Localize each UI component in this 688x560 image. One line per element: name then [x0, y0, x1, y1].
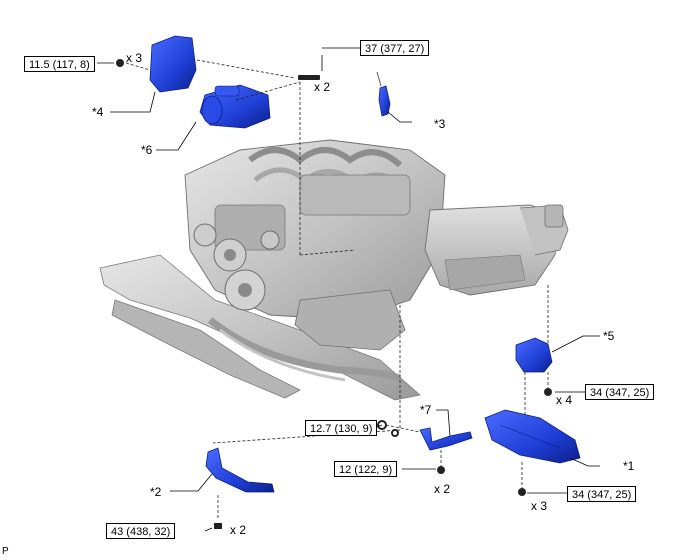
part-2-stay [205, 447, 275, 493]
torque-label-37: 37 (377, 27) [360, 40, 430, 56]
torque-label-11-5: 11.5 (117, 8) [24, 56, 95, 72]
engine-assembly [99, 139, 569, 401]
callout-7: *7 [420, 403, 432, 417]
callout-4: *4 [92, 105, 104, 119]
part-3-bracket [378, 85, 391, 117]
quantity-34-upper: x 4 [556, 393, 573, 407]
torque-label-12-7: 12.7 (130, 9) [305, 420, 378, 436]
torque-label-43: 43 (438, 32) [106, 523, 176, 539]
callout-3: *3 [434, 117, 446, 131]
quantity-12: x 2 [434, 482, 451, 496]
dashed-guides [125, 59, 549, 520]
part-7-bracket [419, 427, 473, 451]
leader-lines [97, 47, 600, 532]
quantity-37: x 2 [314, 80, 331, 94]
torque-label-34-lower: 34 (347, 25) [567, 486, 637, 502]
callout-6: *6 [141, 143, 153, 157]
bolt-icons [116, 59, 552, 529]
callout-2: *2 [150, 485, 162, 499]
part-4-heat-insulator [149, 35, 197, 93]
quantity-43: x 2 [230, 523, 247, 537]
part-1-crossmember [484, 409, 581, 464]
part-6-starter [199, 84, 271, 129]
quantity-34-lower: x 3 [531, 499, 548, 513]
part-5-mount [515, 337, 553, 373]
corner-mark: P [2, 546, 9, 557]
callout-1: *1 [623, 459, 635, 473]
torque-label-12: 12 (122, 9) [334, 461, 398, 477]
torque-label-34-upper: 34 (347, 25) [585, 384, 655, 400]
quantity-11-5: x 3 [126, 51, 143, 65]
callout-5: *5 [603, 329, 615, 343]
